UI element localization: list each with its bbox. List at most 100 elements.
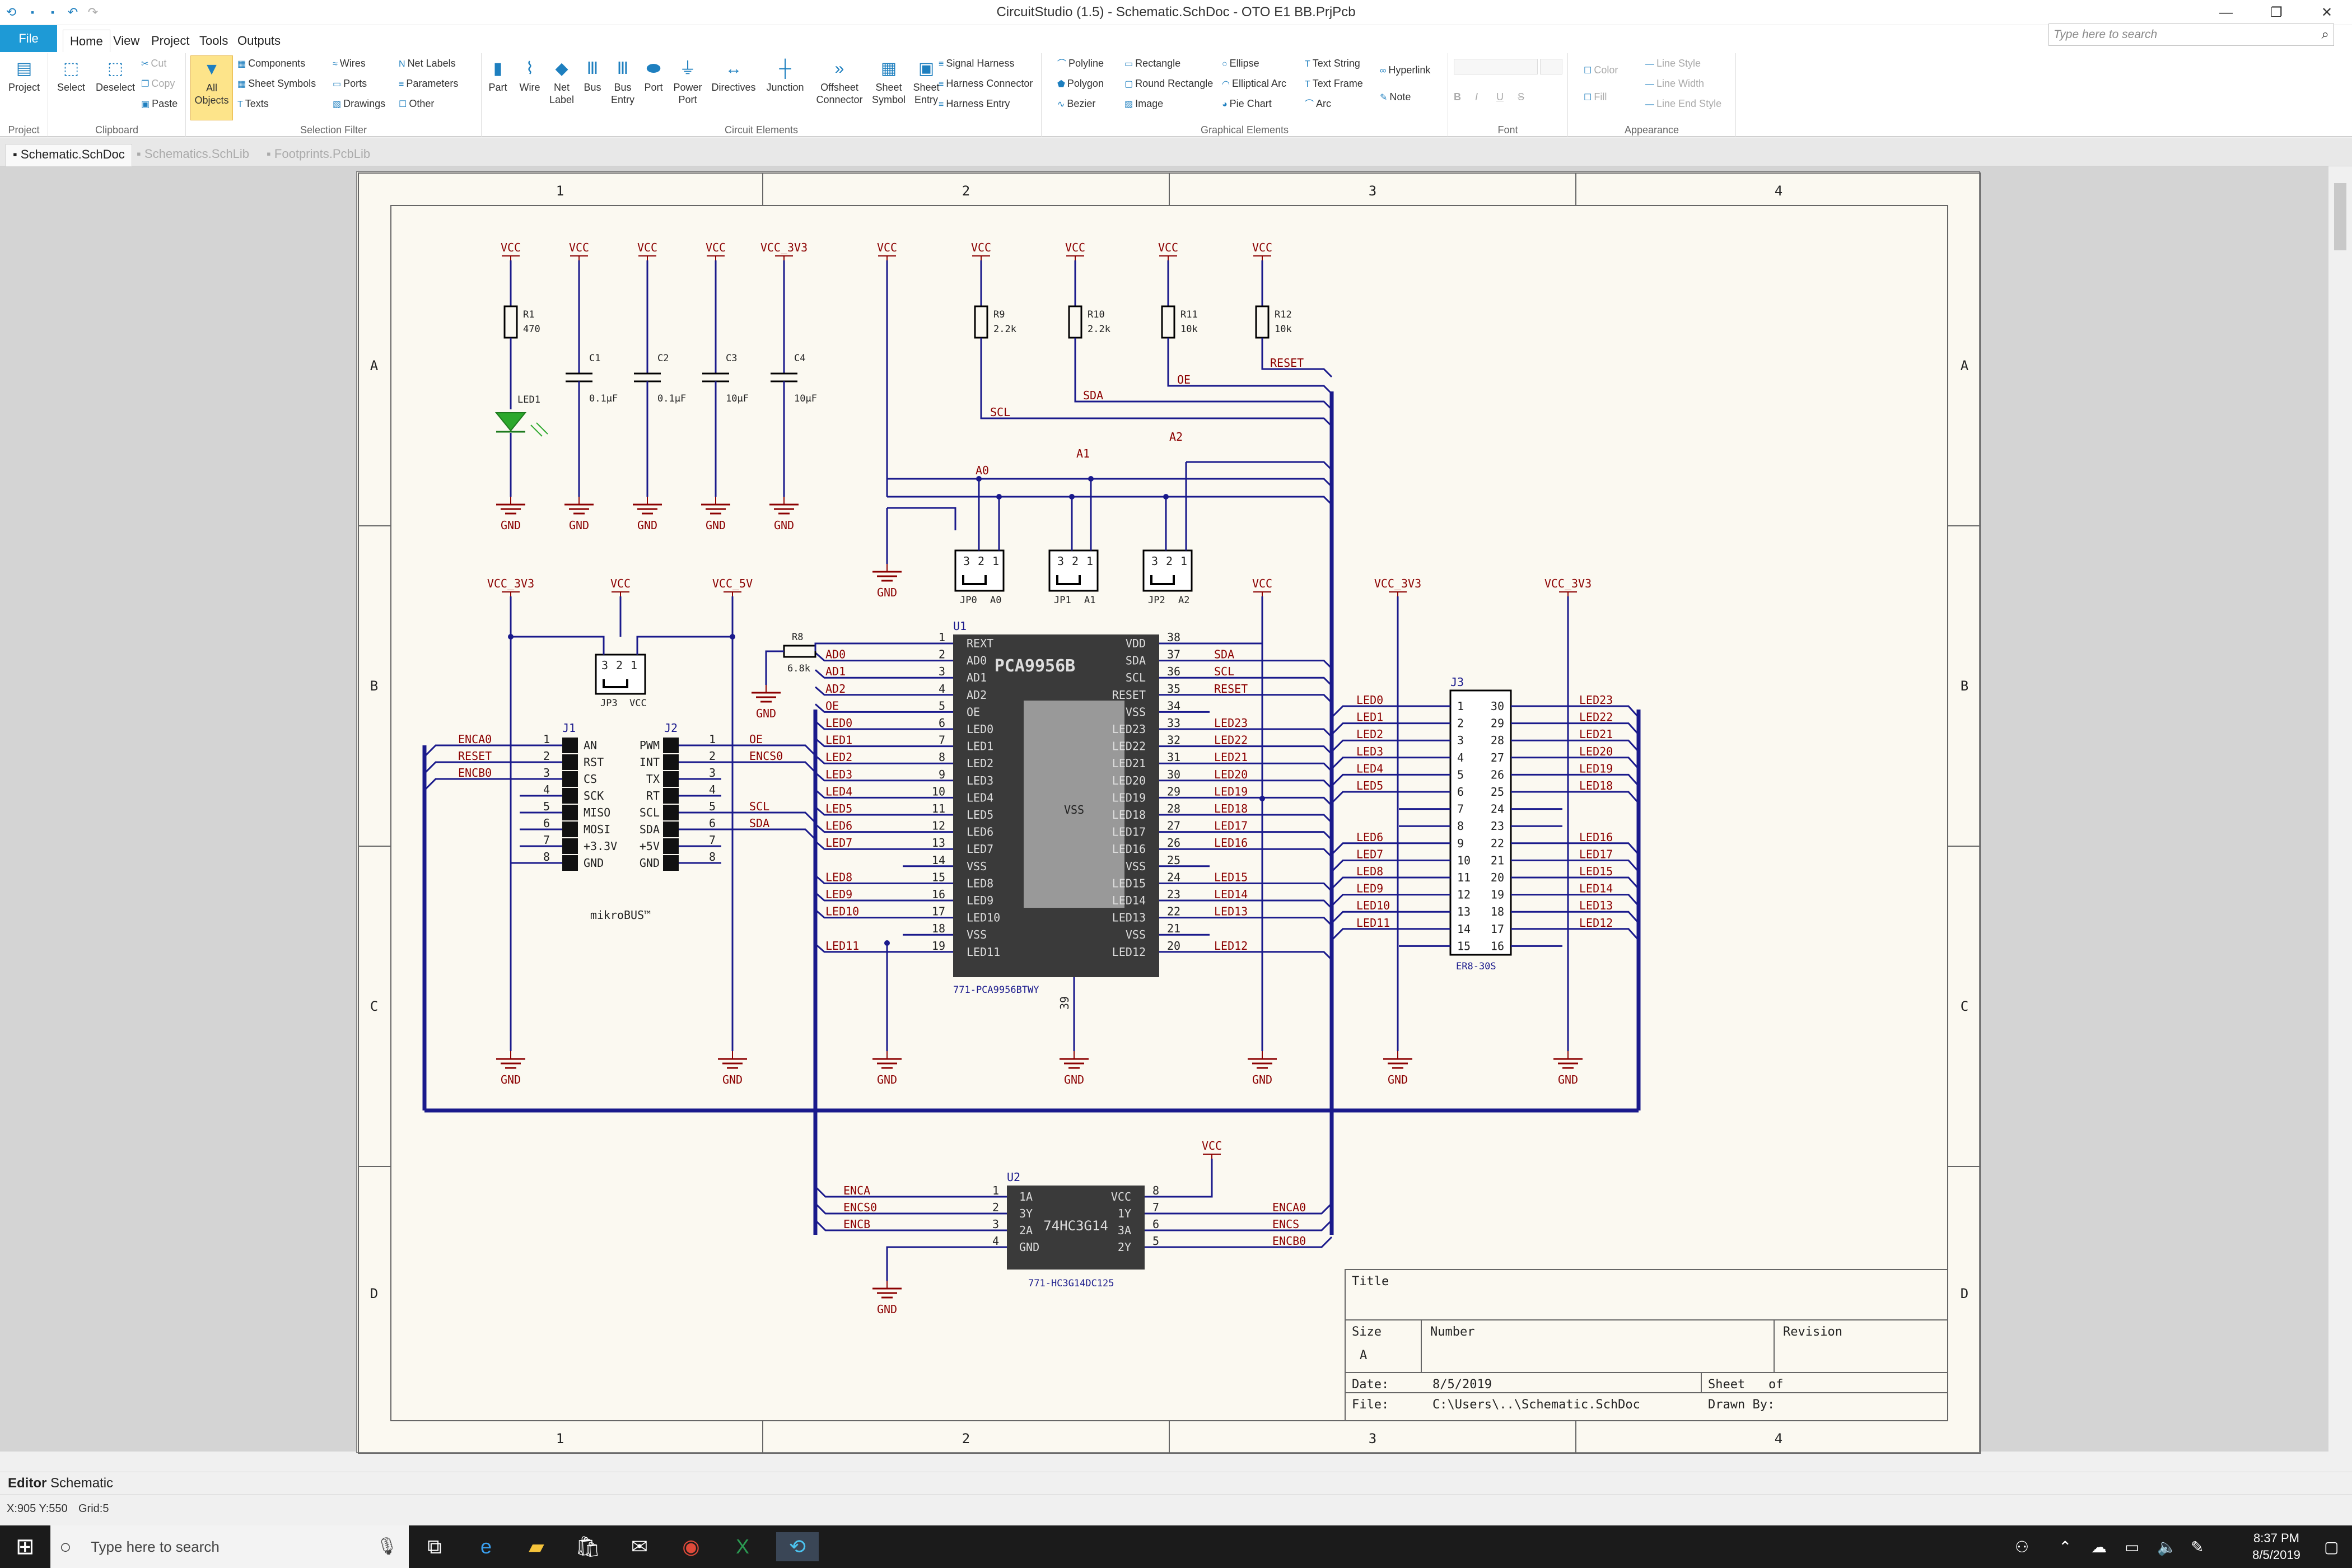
directives-button[interactable]: ↔Directives	[707, 59, 760, 94]
line-end-style-button[interactable]: —Line End Style	[1645, 97, 1721, 111]
line-width-button[interactable]: —Line Width	[1645, 77, 1704, 91]
filter-components[interactable]: ▦Components	[237, 57, 305, 71]
port-button[interactable]: ⬬Port	[638, 59, 669, 94]
store-icon[interactable]: 🛍	[575, 1535, 601, 1558]
tab-tools[interactable]: Tools	[199, 34, 228, 48]
round-rectangle-button[interactable]: ▢Round Rectangle	[1124, 77, 1213, 91]
filter-parameters[interactable]: ≡Parameters	[399, 77, 458, 91]
mail-icon[interactable]: ✉	[631, 1535, 648, 1558]
save-icon[interactable]: ▪	[30, 7, 35, 18]
network-icon[interactable]: ▭	[2125, 1538, 2140, 1556]
edge-icon[interactable]: e	[480, 1535, 492, 1558]
microphone-icon[interactable]: 🎙	[376, 1537, 398, 1556]
undo-icon[interactable]: ↶	[67, 5, 78, 19]
filter-wires[interactable]: ≈Wires	[333, 57, 366, 71]
underline-button[interactable]: U	[1496, 91, 1504, 102]
signal-harness-button[interactable]: ≡Signal Harness	[939, 57, 1014, 71]
scroll-thumb[interactable]	[2334, 183, 2346, 250]
deselect-button[interactable]: ⬚Deselect	[92, 59, 139, 94]
chrome-icon[interactable]: ◉	[682, 1535, 700, 1558]
arc-button[interactable]: ⌒Arc	[1305, 97, 1331, 111]
polygon-button[interactable]: ⬟Polygon	[1057, 77, 1104, 91]
doc-tab-schlib[interactable]: ▪ Schematics.SchLib	[130, 144, 256, 166]
hyperlink-button[interactable]: ∞Hyperlink	[1380, 63, 1430, 78]
show-hidden-icon[interactable]: ⌃	[2059, 1538, 2072, 1556]
paste-button[interactable]: ▣Paste	[141, 97, 178, 111]
minimize-button[interactable]: —	[2219, 5, 2233, 20]
italic-button[interactable]: I	[1475, 91, 1478, 102]
line-style-button[interactable]: —Line Style	[1645, 57, 1701, 71]
doc-tab-schematic[interactable]: ▪ Schematic.SchDoc	[6, 144, 132, 166]
filter-sheet-symbols[interactable]: ▦Sheet Symbols	[237, 77, 316, 91]
image-button[interactable]: ▨Image	[1124, 97, 1163, 111]
harness-entry-button[interactable]: ≡Harness Entry	[939, 97, 1010, 111]
filter-ports[interactable]: ▭Ports	[333, 77, 367, 91]
part-button[interactable]: ▮Part	[482, 59, 514, 94]
all-objects-button[interactable]: ▼All Objects	[190, 55, 233, 120]
search-icon[interactable]: ⌕	[2321, 27, 2329, 42]
tab-project[interactable]: Project	[151, 34, 190, 48]
color-button[interactable]: ☐Color	[1584, 63, 1618, 78]
doc-tab-pcblib[interactable]: ▪ Footprints.PcbLib	[260, 144, 377, 166]
task-view-icon[interactable]: ⧉	[427, 1535, 442, 1558]
restore-button[interactable]: ❐	[2270, 5, 2283, 20]
font-name-select[interactable]	[1454, 59, 1538, 74]
pie-chart-button[interactable]: ◕Pie Chart	[1222, 97, 1272, 111]
volume-icon[interactable]: 🔈	[2157, 1538, 2177, 1556]
pen-icon[interactable]: ✎	[2191, 1538, 2204, 1556]
bold-button[interactable]: B	[1454, 91, 1461, 102]
tab-view[interactable]: View	[113, 34, 140, 48]
offsheet-connector-button[interactable]: »Offsheet Connector	[810, 59, 869, 106]
project-button[interactable]: ▤Project	[3, 59, 45, 94]
tab-home[interactable]: Home	[63, 30, 110, 52]
taskbar-search[interactable]: ○Type here to search🎙	[50, 1525, 409, 1568]
notifications-icon[interactable]: ▢	[2324, 1538, 2339, 1556]
net-label-button[interactable]: ◆Net Label	[545, 59, 578, 106]
polyline-button[interactable]: ⌒Polyline	[1057, 57, 1104, 71]
font-size-select[interactable]	[1540, 59, 1562, 74]
select-button[interactable]: ⬚Select	[52, 59, 91, 94]
elliptical-arc-button[interactable]: ◠Elliptical Arc	[1222, 77, 1286, 91]
junction-button[interactable]: ┼Junction	[760, 59, 810, 94]
bezier-button[interactable]: ∿Bezier	[1057, 97, 1095, 111]
close-button[interactable]: ✕	[2321, 5, 2333, 20]
file-explorer-icon[interactable]: ▰	[529, 1535, 544, 1558]
circuitstudio-icon[interactable]: ⟲	[776, 1532, 819, 1561]
tab-outputs[interactable]: Outputs	[237, 34, 281, 48]
filter-drawings[interactable]: ▧Drawings	[333, 97, 385, 111]
tab-editor[interactable]: Editor	[8, 1476, 47, 1491]
harness-connector-button[interactable]: ≡Harness Connector	[939, 77, 1033, 91]
search-input[interactable]: Type here to search⌕	[2048, 24, 2334, 46]
copy-button[interactable]: ❐Copy	[141, 77, 175, 91]
sheet-symbol-button[interactable]: ▦Sheet Symbol	[869, 59, 908, 106]
people-icon[interactable]: ⚇	[2015, 1538, 2029, 1556]
power-port-button[interactable]: ⏚Power Port	[669, 59, 707, 106]
file-menu[interactable]: File	[0, 25, 57, 52]
filter-other[interactable]: ☐Other	[399, 97, 434, 111]
rectangle-button[interactable]: ▭Rectangle	[1124, 57, 1180, 71]
note-button[interactable]: ✎Note	[1380, 90, 1411, 105]
windows-start-icon[interactable]: ⊞	[16, 1534, 35, 1559]
tab-schematic[interactable]: Schematic	[50, 1476, 114, 1491]
fill-button[interactable]: ☐Fill	[1584, 90, 1607, 105]
strike-button[interactable]: S	[1518, 91, 1525, 102]
ellipse-button[interactable]: ○Ellipse	[1222, 57, 1259, 71]
vertical-scrollbar[interactable]	[2328, 166, 2352, 1452]
wire-button[interactable]: ⌇Wire	[514, 59, 545, 94]
onedrive-icon[interactable]: ☁	[2091, 1538, 2107, 1556]
cut-button[interactable]: ✂Cut	[141, 57, 166, 71]
excel-icon[interactable]: X	[735, 1535, 749, 1558]
save-all-icon[interactable]: ▪	[50, 7, 55, 18]
sheet-entry-button[interactable]: ▣Sheet Entry	[908, 59, 944, 106]
redo-icon[interactable]: ↷	[87, 5, 99, 19]
